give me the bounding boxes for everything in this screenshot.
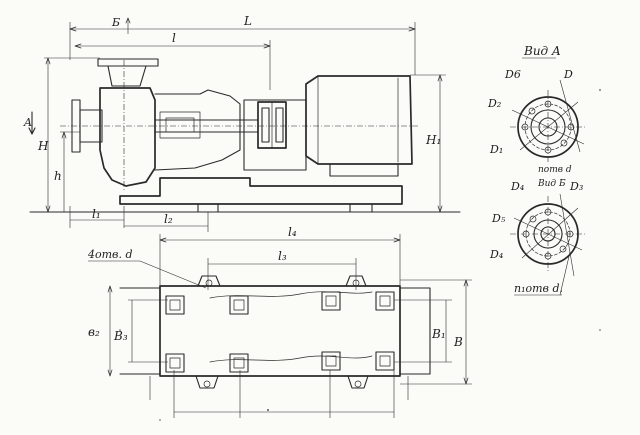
label-D2: D₂ bbox=[487, 97, 501, 110]
label-l3: l₃ bbox=[278, 249, 287, 263]
plan-view: l₄ l₃ 4отв. d bbox=[87, 225, 472, 418]
label-D4: D₄ bbox=[510, 180, 524, 193]
frame-outline bbox=[159, 285, 401, 377]
label-D4-bottom: D₄ bbox=[489, 248, 503, 261]
motor-feet bbox=[329, 163, 399, 177]
view-b-title: Вид Б bbox=[537, 179, 566, 189]
label-l1: l₁ bbox=[92, 207, 101, 221]
label-D1: D₁ bbox=[489, 143, 503, 156]
bolt-hole bbox=[544, 100, 552, 108]
bolt-hole bbox=[560, 139, 568, 147]
mounting-pad bbox=[229, 295, 249, 315]
mounting-pad bbox=[321, 291, 341, 311]
bolt-hole bbox=[544, 252, 552, 260]
label-l2: l₂ bbox=[164, 212, 173, 226]
bolt-hole bbox=[522, 230, 530, 238]
label-b3: В₃ bbox=[113, 329, 128, 343]
mounting-pad bbox=[321, 351, 341, 371]
bearing-bracket bbox=[154, 89, 241, 171]
label-holes-b: n₁отв d. bbox=[514, 282, 563, 295]
bolt-hole bbox=[567, 123, 575, 131]
coupling-guard bbox=[243, 99, 307, 171]
side-view: L Б l H h A H₁ bbox=[23, 14, 461, 232]
label-D: D bbox=[563, 68, 573, 81]
mounting-pad bbox=[375, 291, 395, 311]
label-holes-a: nотв d bbox=[538, 165, 572, 175]
bolt-hole bbox=[544, 208, 552, 216]
view-a-title: Вид A bbox=[523, 44, 561, 58]
bolt-hole bbox=[559, 245, 567, 253]
label-D6: D6 bbox=[504, 68, 521, 81]
label-D3: D₃ bbox=[569, 180, 583, 193]
paper-specks bbox=[119, 89, 601, 421]
view-b: Вид Б D₄ D₃ D₅ D₄ n₁отв d. bbox=[489, 179, 586, 296]
label-L: L bbox=[243, 14, 252, 28]
discharge-flange bbox=[97, 58, 159, 67]
mounting-pad bbox=[165, 353, 185, 373]
label-H: H bbox=[37, 139, 49, 153]
label-l4: l₄ bbox=[288, 225, 297, 239]
label-view-arrow-a: A bbox=[23, 116, 32, 129]
label-B: В bbox=[453, 335, 463, 349]
label-l: l bbox=[172, 31, 176, 45]
bolt-hole bbox=[529, 215, 537, 223]
label-H1: H₁ bbox=[425, 133, 441, 147]
label-b1: В₁ bbox=[431, 327, 446, 341]
bolt-hole bbox=[544, 146, 552, 154]
mounting-pads bbox=[165, 291, 395, 373]
motor-body bbox=[305, 75, 413, 165]
label-holes-note: 4отв. d bbox=[87, 248, 133, 261]
view-a: Вид A D6 D D₂ D₁ nотв d bbox=[487, 44, 586, 175]
bolt-hole bbox=[521, 123, 529, 131]
label-D5: D₅ bbox=[491, 212, 506, 225]
label-b2: в₂ bbox=[88, 325, 100, 339]
base-frame bbox=[119, 177, 403, 205]
label-b: Б bbox=[111, 16, 120, 29]
mounting-pad bbox=[375, 351, 395, 371]
mounting-pad bbox=[165, 295, 185, 315]
mounting-pad bbox=[229, 353, 249, 373]
bolt-hole bbox=[528, 107, 536, 115]
pump-casing bbox=[99, 87, 156, 187]
label-h: h bbox=[54, 169, 62, 183]
